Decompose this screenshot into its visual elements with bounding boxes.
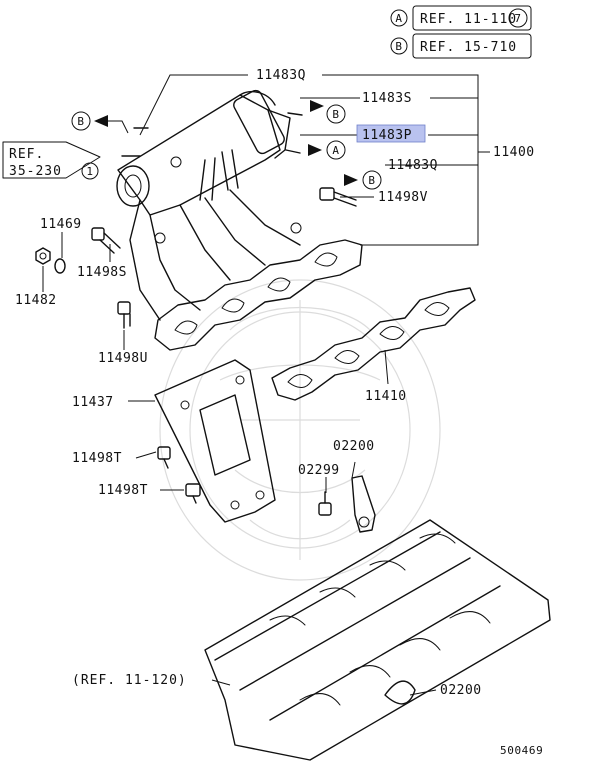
washer-11469[interactable] [54,258,66,274]
marker-b-upper[interactable]: B [310,100,346,124]
leader-lines [42,74,490,696]
label-11400: 11400 [493,145,535,160]
svg-text:REF.: REF. [9,147,44,162]
label-11437: 11437 [72,395,114,410]
label-11498t-2: 11498T [98,483,148,498]
svg-text:REF. 15-710: REF. 15-710 [420,40,517,55]
svg-text:REF. 11-110: REF. 11-110 [420,12,517,27]
svg-text:A: A [395,12,402,25]
label-11498v: 11498V [378,190,428,205]
marker-a[interactable]: A [308,140,346,160]
label-11410: 11410 [365,389,407,404]
bolt-02299[interactable] [318,491,332,516]
intake-manifold[interactable] [116,88,363,351]
svg-text:B: B [368,174,375,187]
svg-text:B: B [332,108,339,121]
stud-11483p[interactable] [285,149,301,154]
svg-text:7: 7 [514,12,521,25]
manifold-gasket[interactable] [271,287,476,401]
label-ref-11-120: (REF. 11-120) [72,673,187,688]
svg-text:1: 1 [86,165,93,178]
label-11498s: 11498S [77,265,127,280]
label-11498u: 11498U [98,351,148,366]
svg-text:B: B [77,115,84,128]
stud-11483s[interactable] [287,112,303,116]
marker-b-left[interactable]: B [71,111,129,134]
diagram-number: 500469 [500,744,543,757]
label-11483q-mid: 11483Q [388,158,438,173]
bolt-11498s[interactable] [91,227,121,254]
svg-text:A: A [332,144,339,157]
bolt-11498t-upper[interactable] [157,446,171,469]
label-11483q-top: 11483Q [256,68,306,83]
ref-box-a[interactable]: A REF. 11-110 7 [390,5,532,31]
bolt-11498u[interactable] [117,301,131,329]
label-11483p-highlight [356,124,426,143]
label-11498t-1: 11498T [72,451,122,466]
label-11483s: 11483S [362,91,412,106]
marker-b-lower[interactable]: B [344,170,382,190]
ref-box-35-230[interactable]: REF. 35-230 1 [2,141,101,180]
callout-labels: 11483Q 11483S 11483P 11483Q 11400 11498V… [15,68,543,757]
bolt-11498v[interactable] [319,187,357,207]
cylinder-head[interactable] [204,519,551,761]
label-11483p: 11483P [362,128,412,143]
bracket-02200[interactable] [351,475,376,533]
label-02200-top: 02200 [333,439,375,454]
stud-11483q[interactable] [121,127,149,157]
label-11482: 11482 [15,293,57,308]
watermark-emblem [159,279,441,581]
manifold-stay[interactable] [154,359,276,523]
label-02299: 02299 [298,463,340,478]
svg-text:B: B [395,40,402,53]
nut-11482[interactable] [35,247,51,265]
bolt-11498t-lower[interactable] [185,483,201,504]
label-11469: 11469 [40,217,82,232]
label-02200-bottom: 02200 [440,683,482,698]
ref-box-b[interactable]: B REF. 15-710 [390,33,532,59]
svg-text:35-230: 35-230 [9,164,62,179]
